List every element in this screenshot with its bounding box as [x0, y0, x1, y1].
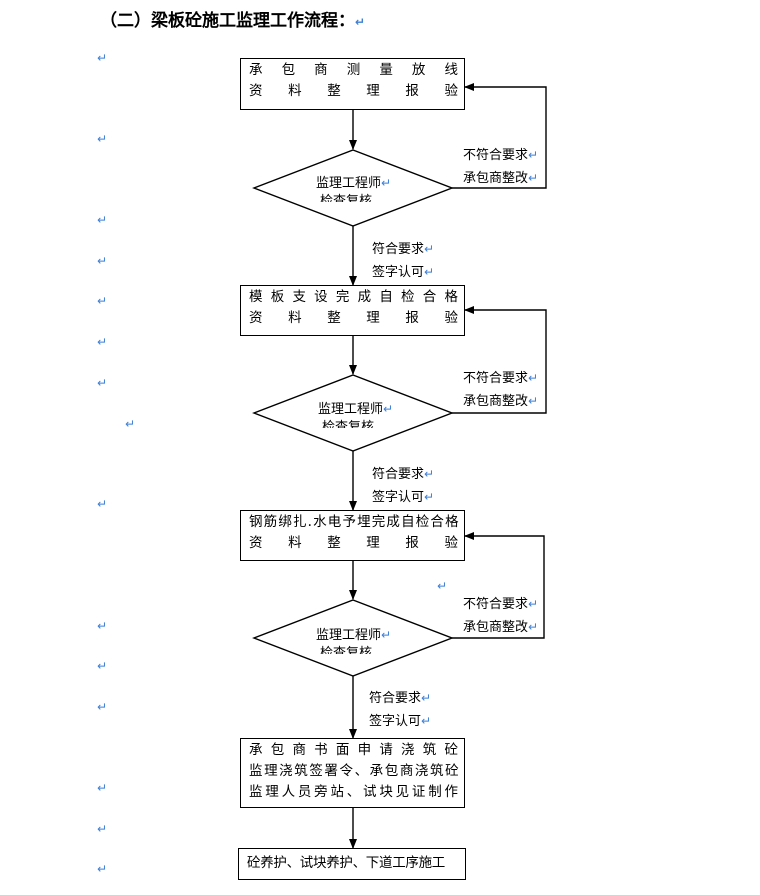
process-box-formwork: 模板支设完成自检合格 资料整理报验 — [240, 285, 465, 336]
box-line: 模板支设完成自检合格 — [249, 289, 458, 305]
diamond-label-clipped-2: 检查复核 — [322, 420, 375, 428]
section-heading: （二）梁板砼施工监理工作流程：↵ — [100, 6, 365, 31]
box-line: 监理人员旁站、试块见证制作 — [249, 784, 458, 800]
diamond-label-clipped-1: 检查复核 — [320, 194, 373, 202]
box-line: 资料整理报验 — [249, 535, 458, 551]
paragraph-mark-icon: ↵ — [355, 15, 366, 29]
process-box-rebar: 钢筋绑扎.水电予埋完成自检合格 资料整理报验 — [240, 510, 465, 561]
accept-label-1: 符合要求↵ 签字认可↵ — [372, 242, 435, 280]
diamond-label-3: 监理工程师↵ — [316, 628, 392, 643]
paragraph-mark-icon: ↵ — [97, 254, 108, 268]
feedback-loop-3 — [452, 532, 545, 639]
diamond-label-clipped-3: 检查复核 — [320, 646, 373, 654]
paragraph-mark-icon: ↵ — [97, 132, 108, 146]
box-line: 承包商书面申请浇筑砼 — [249, 742, 458, 758]
diamond-label-1: 监理工程师↵ — [316, 176, 392, 191]
reject-label-3: 不符合要求↵ 承包商整改↵ — [463, 597, 539, 635]
paragraph-mark-icon: ↵ — [97, 294, 108, 308]
paragraph-mark-icon: ↵ — [97, 376, 108, 390]
box-line: 砼养护、试块养护、下道工序施工 — [247, 855, 445, 871]
paragraph-mark-icon: ↵ — [97, 335, 108, 349]
box-line: 资料整理报验 — [249, 83, 458, 99]
paragraph-mark-icon: ↵ — [437, 579, 448, 593]
process-box-final: 砼养护、试块养护、下道工序施工 — [238, 848, 466, 880]
feedback-loop-1 — [452, 83, 547, 189]
accept-label-2: 符合要求↵ 签字认可↵ — [372, 467, 435, 505]
feedback-loop-2 — [452, 306, 547, 414]
paragraph-mark-icon: ↵ — [97, 700, 108, 714]
paragraph-mark-icon: ↵ — [97, 619, 108, 633]
paragraph-mark-icon: ↵ — [97, 213, 108, 227]
paragraph-mark-icon: ↵ — [97, 781, 108, 795]
paragraph-mark-icon: ↵ — [97, 51, 108, 65]
paragraph-mark-icon: ↵ — [97, 822, 108, 836]
box-line: 承包商测量放线 — [249, 62, 458, 78]
diamond-label-2: 监理工程师↵ — [318, 402, 394, 417]
reject-label-2: 不符合要求↵ 承包商整改↵ — [463, 371, 539, 409]
paragraph-mark-icon: ↵ — [97, 497, 108, 511]
process-box-pour: 承包商书面申请浇筑砼 监理浇筑签署令、承包商浇筑砼 监理人员旁站、试块见证制作 — [240, 738, 465, 808]
paragraph-mark-icon: ↵ — [97, 862, 108, 876]
reject-label-1: 不符合要求↵ 承包商整改↵ — [463, 148, 539, 186]
accept-label-3: 符合要求↵ 签字认可↵ — [369, 691, 432, 729]
process-box-survey: 承包商测量放线 资料整理报验 — [240, 58, 465, 110]
paragraph-mark-icon: ↵ — [125, 417, 136, 431]
box-line: 资料整理报验 — [249, 310, 458, 326]
box-line: 监理浇筑签署令、承包商浇筑砼 — [249, 763, 459, 779]
paragraph-mark-icon: ↵ — [97, 659, 108, 673]
section-heading-text: （二）梁板砼施工监理工作流程： — [100, 11, 355, 31]
box-line: 钢筋绑扎.水电予埋完成自检合格 — [249, 514, 459, 530]
